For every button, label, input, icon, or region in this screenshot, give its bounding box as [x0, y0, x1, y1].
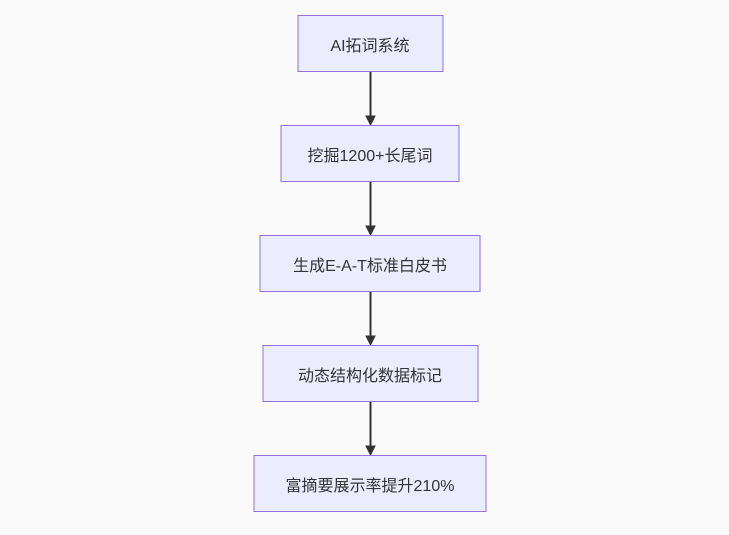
arrow-down-icon: [364, 182, 376, 235]
flowchart: AI拓词系统 挖掘1200+长尾词 生成E-A-T标准白皮书 动态结构化数据标记…: [253, 15, 487, 512]
arrow-down-icon: [364, 72, 376, 125]
flow-node-label: 生成E-A-T标准白皮书: [293, 257, 447, 275]
arrow-down-icon: [364, 292, 376, 345]
flow-node-label: 富摘要展示率提升210%: [285, 477, 455, 495]
arrow-down-icon: [364, 402, 376, 455]
flow-node-mine-longtail-keywords: 挖掘1200+长尾词: [280, 125, 460, 182]
flow-node-label: 动态结构化数据标记: [297, 367, 442, 385]
flow-node-rich-snippet-rate-increase: 富摘要展示率提升210%: [253, 455, 487, 512]
flow-node-generate-eat-whitepaper: 生成E-A-T标准白皮书: [259, 235, 481, 292]
flow-node-ai-word-expansion-system: AI拓词系统: [297, 15, 443, 72]
flow-node-label: 挖掘1200+长尾词: [307, 147, 433, 165]
flow-node-dynamic-structured-data-markup: 动态结构化数据标记: [262, 345, 478, 402]
flow-node-label: AI拓词系统: [330, 37, 410, 55]
